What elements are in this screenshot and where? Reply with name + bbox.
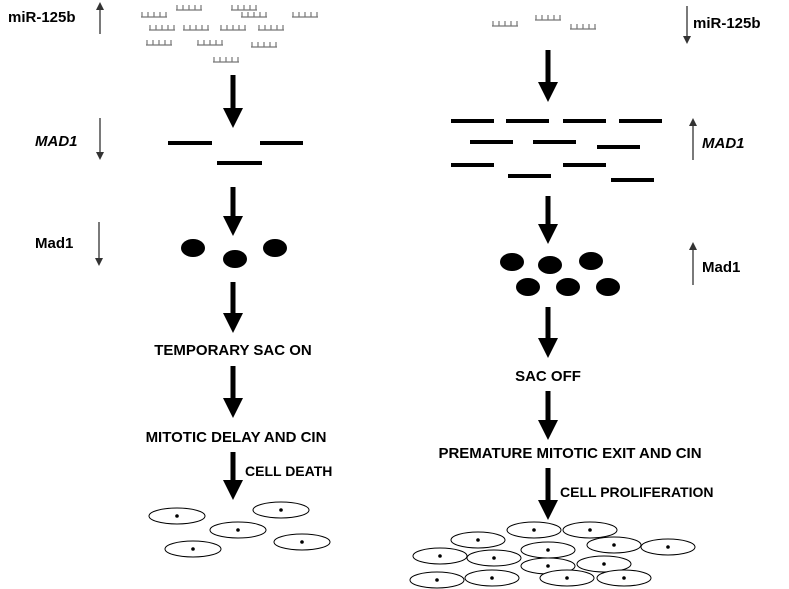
- mirna-molecule: [251, 42, 277, 48]
- mirna-molecule: [183, 25, 209, 31]
- right-outcome: CELL PROLIFERATION: [560, 484, 713, 500]
- cell: [412, 547, 468, 565]
- right-step-1: SAC OFF: [515, 368, 581, 385]
- protein-dot: [596, 278, 620, 296]
- cell: [539, 569, 595, 587]
- left-mrna-bars: [168, 141, 303, 165]
- protein-dot: [500, 253, 524, 271]
- mirna-molecule: [570, 24, 596, 30]
- mirna-molecule: [258, 25, 284, 31]
- cell: [576, 555, 632, 573]
- right-mirna-molecules: [492, 15, 596, 30]
- left-step-1: TEMPORARY SAC ON: [154, 342, 312, 359]
- mirna-molecule: [213, 57, 239, 63]
- cell: [520, 541, 576, 559]
- protein-dot: [223, 250, 247, 268]
- mirna-molecule: [492, 21, 518, 27]
- cell: [148, 507, 206, 525]
- right-mirna-label: miR-125b: [693, 15, 761, 32]
- right-protein-dots: [500, 252, 620, 296]
- left-protein-dots: [181, 239, 287, 268]
- cell: [562, 521, 618, 539]
- protein-dot: [538, 256, 562, 274]
- protein-dot: [579, 252, 603, 270]
- mirna-molecule: [292, 12, 318, 18]
- mirna-molecule: [535, 15, 561, 21]
- mirna-molecule: [197, 40, 223, 46]
- mirna-molecule: [176, 5, 202, 11]
- cell: [450, 531, 506, 549]
- left-cells: [148, 501, 331, 558]
- cell: [209, 521, 267, 539]
- right-protein-label: Mad1: [702, 259, 740, 276]
- protein-dot: [181, 239, 205, 257]
- left-mirna-molecules: [141, 5, 318, 63]
- cell: [164, 540, 222, 558]
- cell: [640, 538, 696, 556]
- right-pathway: miR-125b MAD1: [409, 6, 761, 589]
- right-step-2: PREMATURE MITOTIC EXIT AND CIN: [438, 445, 701, 462]
- mirna-molecule: [241, 12, 267, 18]
- cell: [596, 569, 652, 587]
- mirna-molecule: [146, 40, 172, 46]
- left-gene-label: MAD1: [35, 133, 78, 150]
- right-mrna-bars: [451, 119, 662, 182]
- cell: [464, 569, 520, 587]
- cell: [586, 536, 642, 554]
- cell: [506, 521, 562, 539]
- right-gene-label: MAD1: [702, 135, 745, 152]
- mirna-molecule: [149, 25, 175, 31]
- cell: [466, 549, 522, 567]
- mirna-molecule: [141, 12, 167, 18]
- left-pathway: miR-125b MAD1: [8, 2, 332, 558]
- left-outcome: CELL DEATH: [245, 463, 332, 479]
- mirna-molecule: [231, 5, 257, 11]
- right-cells: [409, 521, 696, 589]
- cell: [273, 533, 331, 551]
- protein-dot: [556, 278, 580, 296]
- cell: [252, 501, 310, 519]
- cell: [409, 571, 465, 589]
- left-protein-label: Mad1: [35, 235, 73, 252]
- protein-dot: [263, 239, 287, 257]
- mirna-molecule: [220, 25, 246, 31]
- left-step-2: MITOTIC DELAY AND CIN: [146, 429, 327, 446]
- protein-dot: [516, 278, 540, 296]
- left-mirna-label: miR-125b: [8, 9, 76, 26]
